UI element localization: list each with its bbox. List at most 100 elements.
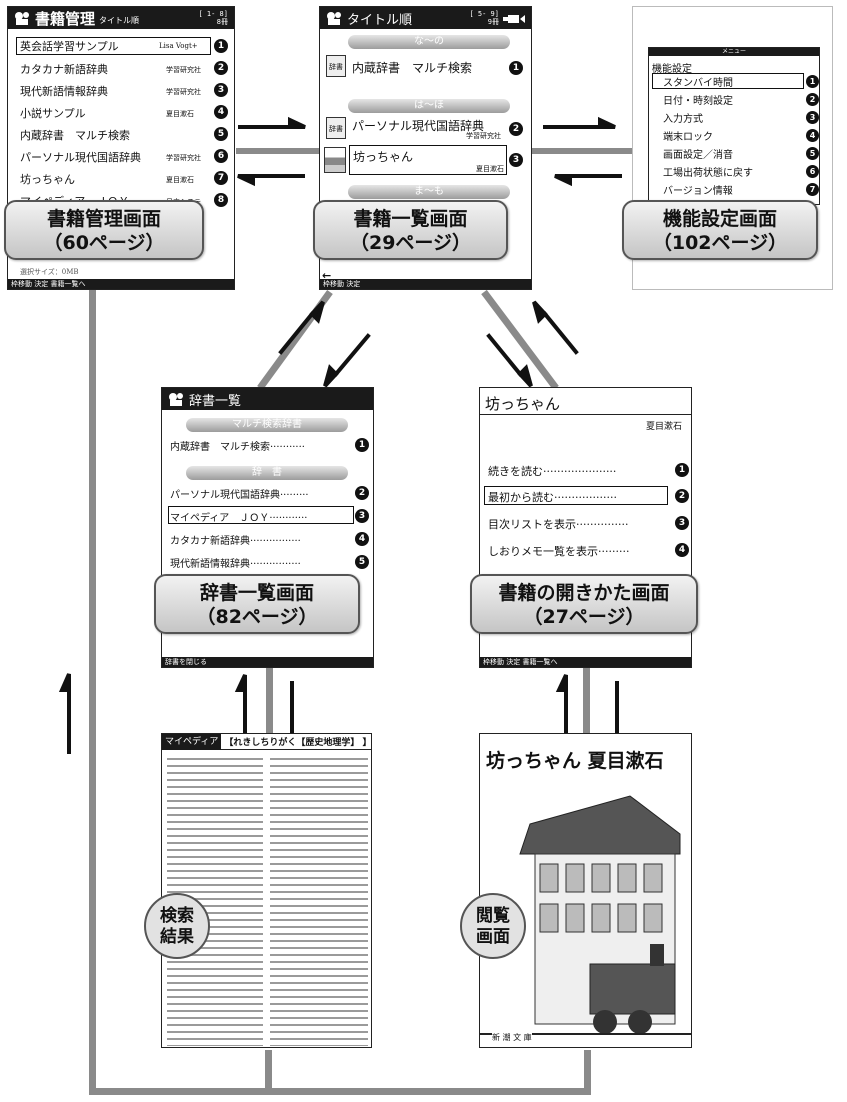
menu-item-label: 画面設定／消音 [663, 150, 733, 161]
book-author: 学習研究社 [466, 132, 501, 140]
menu-item-label: しおりメモ一覧を表示········· [488, 545, 630, 558]
settings-heading: 機能設定 [652, 64, 692, 75]
back-arrow-icon: ← [322, 269, 332, 282]
number-badge: 4 [675, 543, 689, 557]
book-title: 現代新語情報辞典 [20, 85, 108, 98]
number-badge: 8 [214, 193, 228, 207]
book-author: 学習研究社 [166, 66, 201, 74]
open-book-screen-label: 書籍の開きかた画面 （27ページ） [470, 574, 698, 634]
selection-frame [484, 486, 668, 505]
booklist-screen-label: 書籍一覧画面 （29ページ） [313, 200, 508, 260]
dictionary-tab[interactable]: マイペディア [162, 734, 222, 750]
result-headword: 【れきしちりがく【歴史地理学】 】 [224, 738, 372, 748]
battery-icon [503, 9, 525, 28]
book-title: 内蔵辞書 マルチ検索 [20, 129, 130, 142]
book-author: 夏目漱石 [166, 176, 194, 184]
booklist-counter: [ 5- 9] 9冊 [469, 10, 499, 26]
section-bar: な〜の [348, 35, 510, 49]
selection-frame [652, 73, 804, 89]
reading-screen: 坊っちゃん 夏目漱石 新 潮 文 庫 [479, 733, 692, 1048]
number-badge: 3 [806, 111, 819, 124]
cover-title: 坊っちゃん 夏目漱石 [486, 750, 664, 772]
settings-screen: メニュー 機能設定 スタンバイ時間 1 日付・時刻設定 2 入力方式 3 端末ロ… [632, 6, 833, 290]
reading-screen-label: 閲覧 画面 [460, 893, 526, 959]
management-subtitle: タイトル順 [99, 15, 140, 25]
connector-line [236, 148, 320, 154]
number-badge: 6 [806, 165, 819, 178]
number-badge: 1 [355, 438, 369, 452]
number-badge: 3 [355, 509, 369, 523]
menu-item-label: 工場出荷状態に戻す [663, 168, 753, 179]
title-underline [480, 414, 691, 415]
number-badge: 6 [214, 149, 228, 163]
dictionary-screen-label: 辞書一覧画面 （82ページ） [154, 574, 360, 634]
book-title: 坊っちゃん [353, 150, 414, 164]
number-badge: 2 [214, 61, 228, 75]
connector-line [584, 1050, 591, 1095]
booklist-header: タイトル順 [ 5- 9] 9冊 [320, 7, 531, 29]
publisher: 新 潮 文 庫 [492, 1032, 532, 1043]
number-badge: 2 [509, 122, 523, 136]
book-title: 内蔵辞書 マルチ検索 [352, 61, 473, 75]
settings-screen-label: 機能設定画面 （102ページ） [622, 200, 818, 260]
menu-item-label: 続きを読む····················· [488, 465, 617, 478]
menu-item-label: 目次リストを表示··············· [488, 518, 629, 531]
number-badge: 2 [355, 486, 369, 500]
number-badge: 4 [355, 532, 369, 546]
dictionary-label: カタカナ新語辞典················ [170, 536, 301, 547]
selection-frame [168, 506, 354, 524]
dictionary-label: マイペディア ＪＯＹ············ [170, 513, 308, 524]
number-badge: 7 [214, 171, 228, 185]
app-icon [13, 10, 31, 26]
number-badge: 4 [806, 129, 819, 142]
number-badge: 5 [355, 555, 369, 569]
connector-line [532, 148, 632, 154]
book-title: 坊っちゃん [20, 173, 75, 186]
menu-item-label: バージョン情報 [663, 186, 733, 197]
menu-item-label: 日付・時刻設定 [663, 96, 733, 107]
section-bar: は〜ほ [348, 99, 510, 113]
number-badge: 7 [806, 183, 819, 196]
dictionary-label: パーソナル現代国語辞典········· [170, 490, 309, 501]
connector-line [89, 1088, 591, 1095]
book-author: 夏目漱石 [646, 422, 683, 432]
open-book-footer: 枠移動 決定 書籍一覧へ [480, 657, 691, 667]
book-title: 小説サンプル [20, 107, 86, 120]
dictionary-title: 辞書一覧 [189, 393, 242, 409]
connector-line [266, 665, 273, 733]
result-text-column [270, 756, 368, 1046]
management-header: 書籍管理 タイトル順 [ 1- 8] 8冊 [8, 7, 234, 29]
book-author: 学習研究社 [166, 154, 201, 162]
menu-item-label: 端末ロック [663, 132, 713, 143]
dictionary-header: 辞書一覧 [162, 388, 373, 410]
book-author: 夏目漱石 [166, 110, 194, 118]
number-badge: 1 [675, 463, 689, 477]
book-author: 学習研究社 [166, 88, 201, 96]
app-icon [167, 391, 185, 407]
section-bar: ま〜も [348, 185, 510, 199]
search-result-screen: マイペディア 【れきしちりがく【歴史地理学】 】 [161, 733, 372, 1048]
book-title: パーソナル現代国語辞典 [20, 151, 141, 164]
cover-illustration [480, 795, 691, 1035]
booklist-title: タイトル順 [347, 12, 413, 28]
number-badge: 2 [806, 93, 819, 106]
management-screen-label: 書籍管理画面 （60ページ） [4, 200, 204, 260]
book-title: カタカナ新語辞典 [20, 63, 108, 76]
selection-frame [349, 145, 507, 175]
number-badge: 2 [675, 489, 689, 503]
book-title: 英会話学習サンプル [20, 40, 119, 53]
section-bar: 辞 書 [186, 466, 348, 480]
menu-item-label: 最初から読む·················· [488, 491, 617, 504]
menu-item-label: スタンバイ時間 [663, 78, 733, 89]
selection-frame [16, 37, 211, 55]
dictionary-label: 現代新語情報辞典················ [170, 559, 301, 570]
book-thumbnail: 辞書 [326, 55, 346, 77]
number-badge: 5 [806, 147, 819, 160]
book-thumbnail: 辞書 [326, 117, 346, 139]
connector-line [89, 290, 96, 1095]
number-badge: 1 [509, 61, 523, 75]
settings-menu-panel: メニュー 機能設定 スタンバイ時間 1 日付・時刻設定 2 入力方式 3 端末ロ… [648, 47, 820, 205]
number-badge: 4 [214, 105, 228, 119]
management-footer: 枠移動 決定 書籍一覧へ [8, 279, 234, 289]
